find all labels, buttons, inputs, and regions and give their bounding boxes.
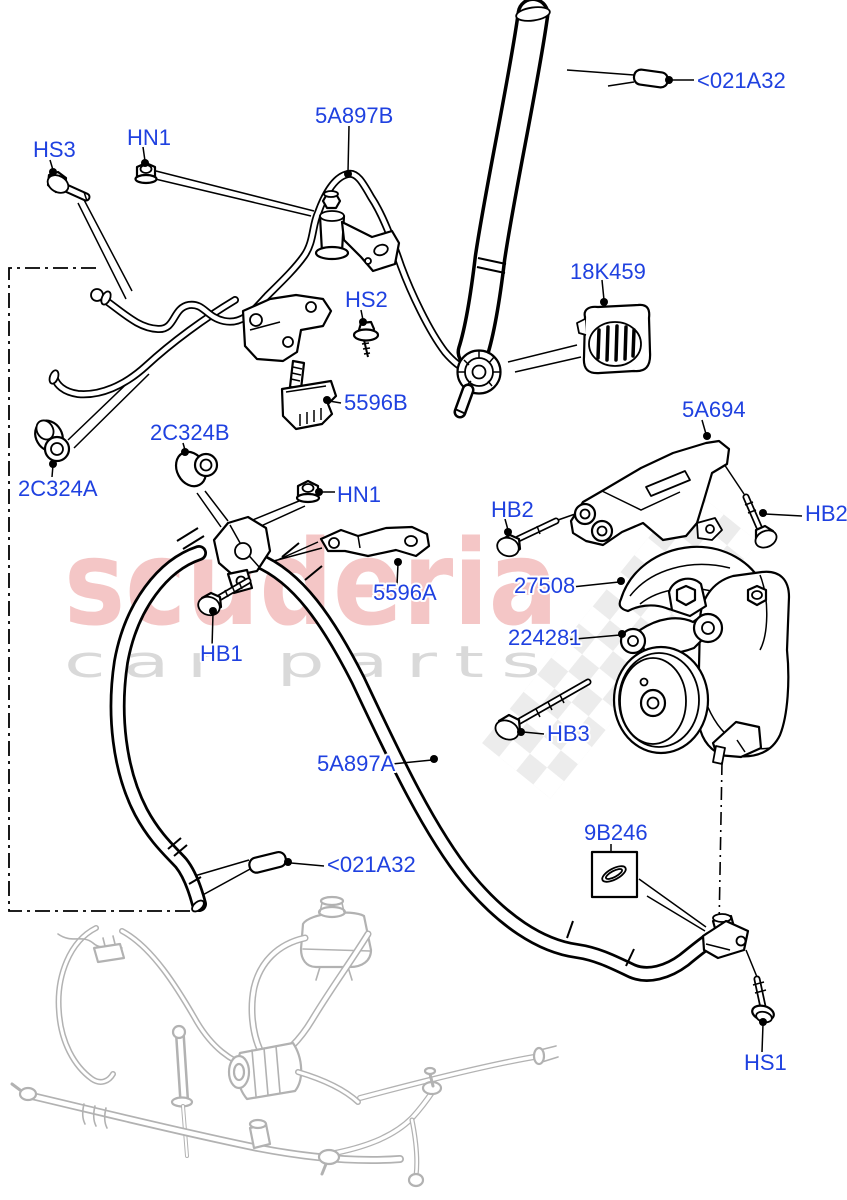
hb2-right-bolt xyxy=(742,493,778,549)
hs2-screw xyxy=(352,320,380,358)
pump-bracket-drawing xyxy=(619,612,724,655)
vin-capsule-top xyxy=(632,68,673,89)
hs1-bolt xyxy=(751,975,775,1024)
callout-5a694[interactable]: 5A694 xyxy=(680,395,748,424)
vin-capsule-bottom xyxy=(248,850,292,874)
callout-224281[interactable]: 224281 xyxy=(506,623,583,652)
callout-hb2-left[interactable]: HB2 xyxy=(489,495,536,524)
callout-5a897a[interactable]: 5A897A xyxy=(315,749,398,778)
pump-pulley xyxy=(612,645,710,755)
pointer-lines xyxy=(67,69,758,978)
grommet-2c324a-drawing xyxy=(34,419,71,463)
grommet-2c324b-drawing xyxy=(174,450,219,488)
bracket-5596b-drawing xyxy=(280,359,338,431)
callout-vin-top[interactable]: <021A32 xyxy=(695,66,788,95)
hose-lower-drawing xyxy=(109,527,719,982)
pump-drawing xyxy=(667,570,791,765)
hn1-mid-nut xyxy=(295,479,321,504)
bracket-5596a-drawing xyxy=(319,525,431,558)
callout-hn1-mid[interactable]: HN1 xyxy=(335,480,383,509)
hb3-bolt xyxy=(494,678,592,741)
branch-pipe xyxy=(48,296,239,399)
hs3-bolt xyxy=(46,170,91,202)
watermark-tagline: car parts xyxy=(64,637,558,688)
callout-5a897b[interactable]: 5A897B xyxy=(313,101,395,130)
callout-5596a[interactable]: 5596A xyxy=(371,578,439,607)
pump-centerline xyxy=(718,761,723,929)
seal-kit-box xyxy=(590,850,639,899)
callout-hs1[interactable]: HS1 xyxy=(742,1048,789,1077)
callout-hb1[interactable]: HB1 xyxy=(198,639,245,668)
callout-2c324b[interactable]: 2C324B xyxy=(148,418,232,447)
pipe-5a897b-drawing xyxy=(90,169,473,375)
callout-hb3[interactable]: HB3 xyxy=(545,719,592,748)
clamp-18k459-drawing xyxy=(576,303,652,375)
watermark-brand: scuderia xyxy=(64,514,558,652)
callout-2c324a[interactable]: 2C324A xyxy=(16,474,100,503)
upper-bracket-drawing xyxy=(241,190,401,363)
phantom-boundary-box xyxy=(8,267,194,912)
callout-hs2[interactable]: HS2 xyxy=(343,285,390,314)
bracket-5a694-drawing xyxy=(569,439,731,547)
callout-hs3[interactable]: HS3 xyxy=(31,135,78,164)
callout-hn1-top[interactable]: HN1 xyxy=(125,123,173,152)
port-fitting-drawing xyxy=(701,913,750,960)
callout-5596b[interactable]: 5596B xyxy=(342,388,410,417)
part-labels: HS3 HN1 5A897B <021A32 18K459 HS2 5596B … xyxy=(16,66,847,1077)
callout-27508[interactable]: 27508 xyxy=(512,571,577,600)
hb2-left-bolt xyxy=(496,517,560,558)
callout-18k459[interactable]: 18K459 xyxy=(568,257,648,286)
callout-vin-bottom[interactable]: <021A32 xyxy=(325,850,418,879)
overview-thumbnail xyxy=(10,895,559,1188)
callout-leaders xyxy=(49,79,803,1053)
callout-9b246[interactable]: 9B246 xyxy=(582,818,650,847)
callout-hb2-right[interactable]: HB2 xyxy=(803,499,847,528)
hose-upper-drawing xyxy=(453,0,551,419)
